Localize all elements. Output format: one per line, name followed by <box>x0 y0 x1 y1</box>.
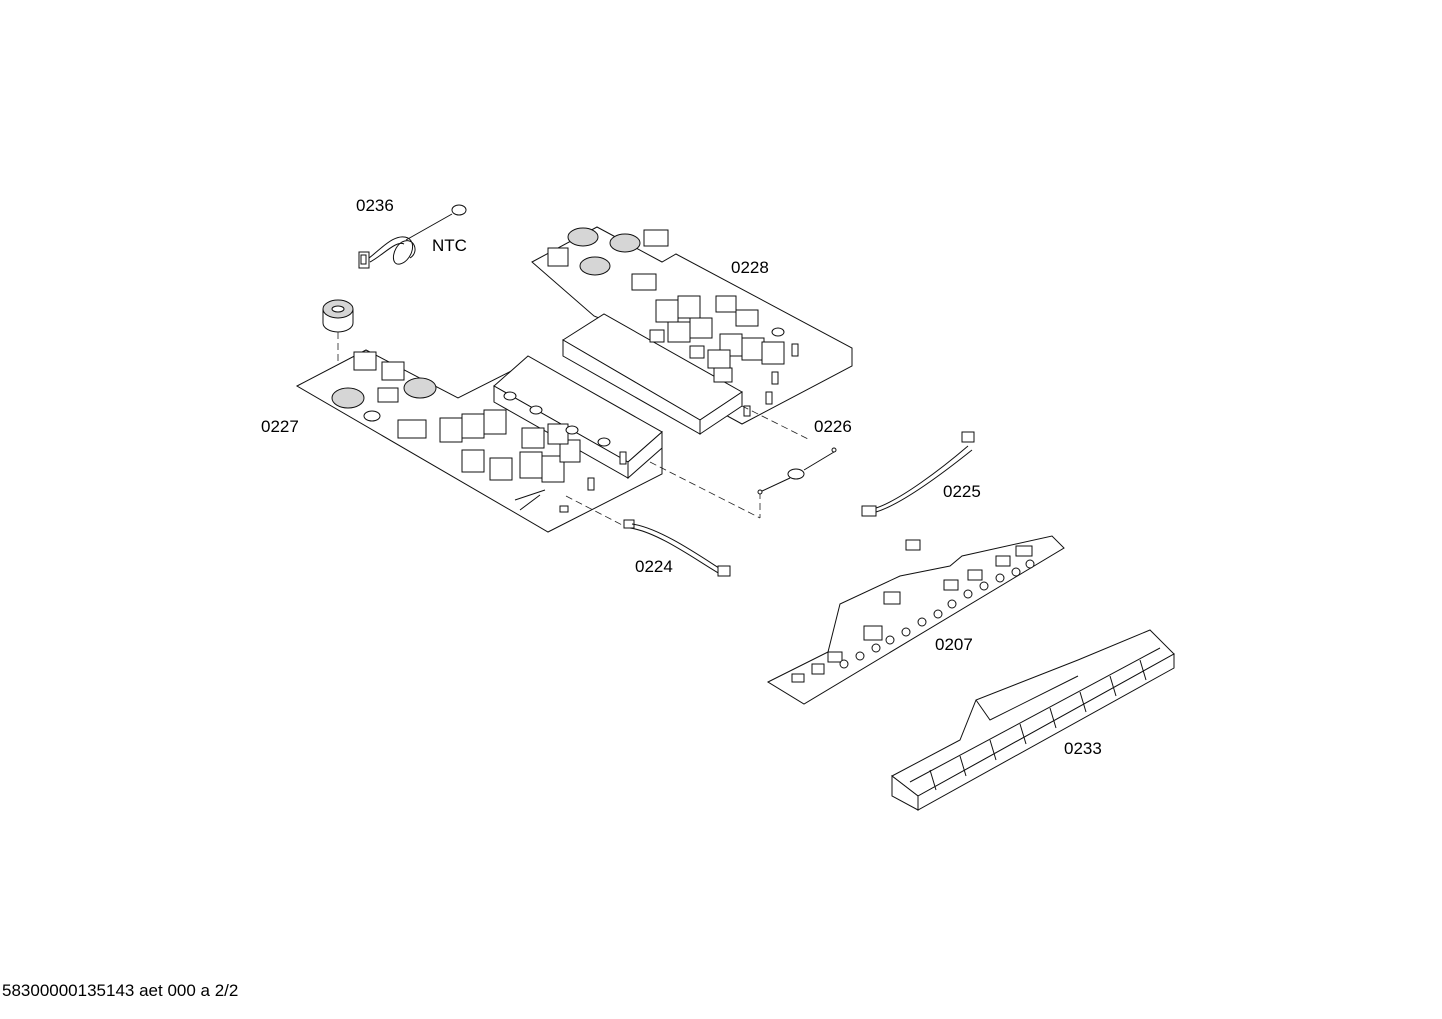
label-ntc: NTC <box>432 236 467 255</box>
power-board-0227 <box>295 349 663 533</box>
label-0236: 0236 <box>356 196 394 215</box>
cable-0225-part <box>861 431 975 517</box>
filter-wire-part <box>757 447 837 495</box>
label-0207: 0207 <box>935 635 973 654</box>
carrier-frame-0233 <box>891 629 1175 811</box>
label-0233: 0233 <box>1064 739 1102 758</box>
control-board-buttons <box>839 559 1035 669</box>
cable-0224-part <box>623 519 731 577</box>
small-connector <box>905 539 921 551</box>
toroid-coil-part <box>322 299 354 370</box>
ntc-sensor-part <box>358 204 467 269</box>
control-board-0207 <box>766 535 1065 705</box>
label-0224: 0224 <box>635 557 673 576</box>
label-0228: 0228 <box>731 258 769 277</box>
document-id-footer: 58300000135143 aet 000 a 2/2 <box>2 981 239 1000</box>
power-board-0228 <box>531 226 853 435</box>
label-0226: 0226 <box>814 417 852 436</box>
assembly-guide-lines <box>565 405 811 529</box>
label-0227: 0227 <box>261 417 299 436</box>
label-0225: 0225 <box>943 482 981 501</box>
